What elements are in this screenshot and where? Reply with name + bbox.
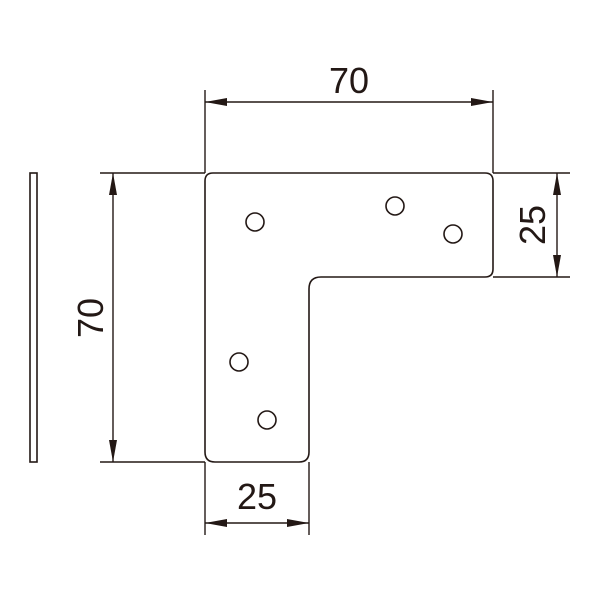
left-height-dimension: 70	[70, 172, 205, 463]
top-width-label: 70	[329, 60, 369, 101]
left-height-label: 70	[70, 298, 111, 338]
right-arm-height-dimension: 25	[493, 172, 570, 278]
mounting-hole	[245, 212, 265, 232]
bottom-leg-width-label: 25	[237, 476, 277, 517]
bottom-leg-width-dimension: 25	[204, 462, 310, 535]
mounting-hole	[385, 196, 405, 216]
bracket-plate	[204, 172, 494, 463]
mounting-hole	[257, 410, 277, 430]
right-arm-height-label: 25	[512, 205, 553, 245]
top-width-dimension: 70	[204, 60, 494, 173]
mounting-hole	[443, 224, 463, 244]
mounting-hole	[229, 352, 249, 372]
side-profile	[29, 172, 38, 463]
